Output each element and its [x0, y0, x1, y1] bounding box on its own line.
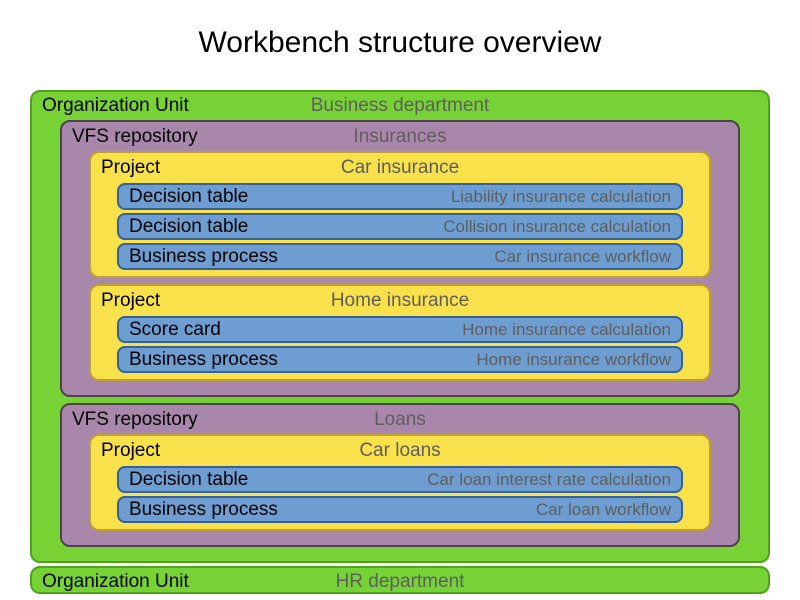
org-unit-business-department: Organization Unit Business department VF… — [30, 90, 770, 563]
asset-row: Business process Car loan workflow — [117, 496, 683, 523]
org-unit-header: Organization Unit HR department — [32, 568, 768, 596]
repository-name: Loans — [374, 408, 426, 430]
asset-name: Home insurance workflow — [476, 349, 671, 369]
asset-name: Car insurance workflow — [494, 246, 671, 266]
asset-name: Liability insurance calculation — [450, 186, 671, 206]
org-unit-type-label: Organization Unit — [42, 95, 189, 116]
repository-insurances: VFS repository Insurances Project Car in… — [60, 120, 740, 397]
project-header: Project Car insurance — [91, 153, 709, 183]
asset-name: Car loan workflow — [535, 499, 671, 519]
project-header: Project Home insurance — [91, 286, 709, 316]
project-car-loans: Project Car loans Decision table Car loa… — [89, 434, 711, 531]
project-home-insurance: Project Home insurance Score card Home i… — [89, 284, 711, 381]
repository-type-label: VFS repository — [72, 408, 198, 430]
asset-row: Business process Car insurance workflow — [117, 243, 683, 270]
repository-loans: VFS repository Loans Project Car loans D… — [60, 403, 740, 547]
asset-type-label: Score card — [129, 318, 221, 340]
asset-row: Decision table Car loan interest rate ca… — [117, 466, 683, 493]
project-name: Car loans — [359, 440, 441, 461]
asset-name: Collision insurance calculation — [443, 216, 671, 236]
asset-type-label: Business process — [129, 348, 278, 370]
asset-type-label: Decision table — [129, 468, 249, 490]
project-type-label: Project — [101, 157, 161, 178]
asset-type-label: Decision table — [129, 215, 249, 237]
org-unit-name: Business department — [310, 95, 490, 116]
repository-name: Insurances — [353, 125, 447, 147]
diagram-title: Workbench structure overview — [198, 26, 602, 59]
repository-header: VFS repository Insurances — [62, 122, 738, 151]
project-name: Car insurance — [340, 157, 460, 178]
repository-type-label: VFS repository — [72, 125, 198, 147]
repository-header: VFS repository Loans — [62, 405, 738, 434]
asset-name: Car loan interest rate calculation — [427, 469, 671, 489]
asset-row: Decision table Collision insurance calcu… — [117, 213, 683, 240]
project-name: Home insurance — [330, 290, 470, 311]
project-type-label: Project — [101, 290, 161, 311]
org-unit-hr-department: Organization Unit HR department — [30, 566, 770, 594]
asset-type-label: Decision table — [129, 185, 249, 207]
asset-row: Business process Home insurance workflow — [117, 346, 683, 373]
project-header: Project Car loans — [91, 436, 709, 466]
asset-row: Score card Home insurance calculation — [117, 316, 683, 343]
org-unit-type-label: Organization Unit — [42, 571, 189, 592]
asset-row: Decision table Liability insurance calcu… — [117, 183, 683, 210]
asset-type-label: Business process — [129, 245, 278, 267]
org-unit-name: HR department — [335, 571, 465, 592]
project-car-insurance: Project Car insurance Decision table Lia… — [89, 151, 711, 278]
org-unit-header: Organization Unit Business department — [32, 92, 768, 120]
asset-name: Home insurance calculation — [462, 319, 671, 339]
project-type-label: Project — [101, 440, 161, 461]
asset-type-label: Business process — [129, 498, 278, 520]
